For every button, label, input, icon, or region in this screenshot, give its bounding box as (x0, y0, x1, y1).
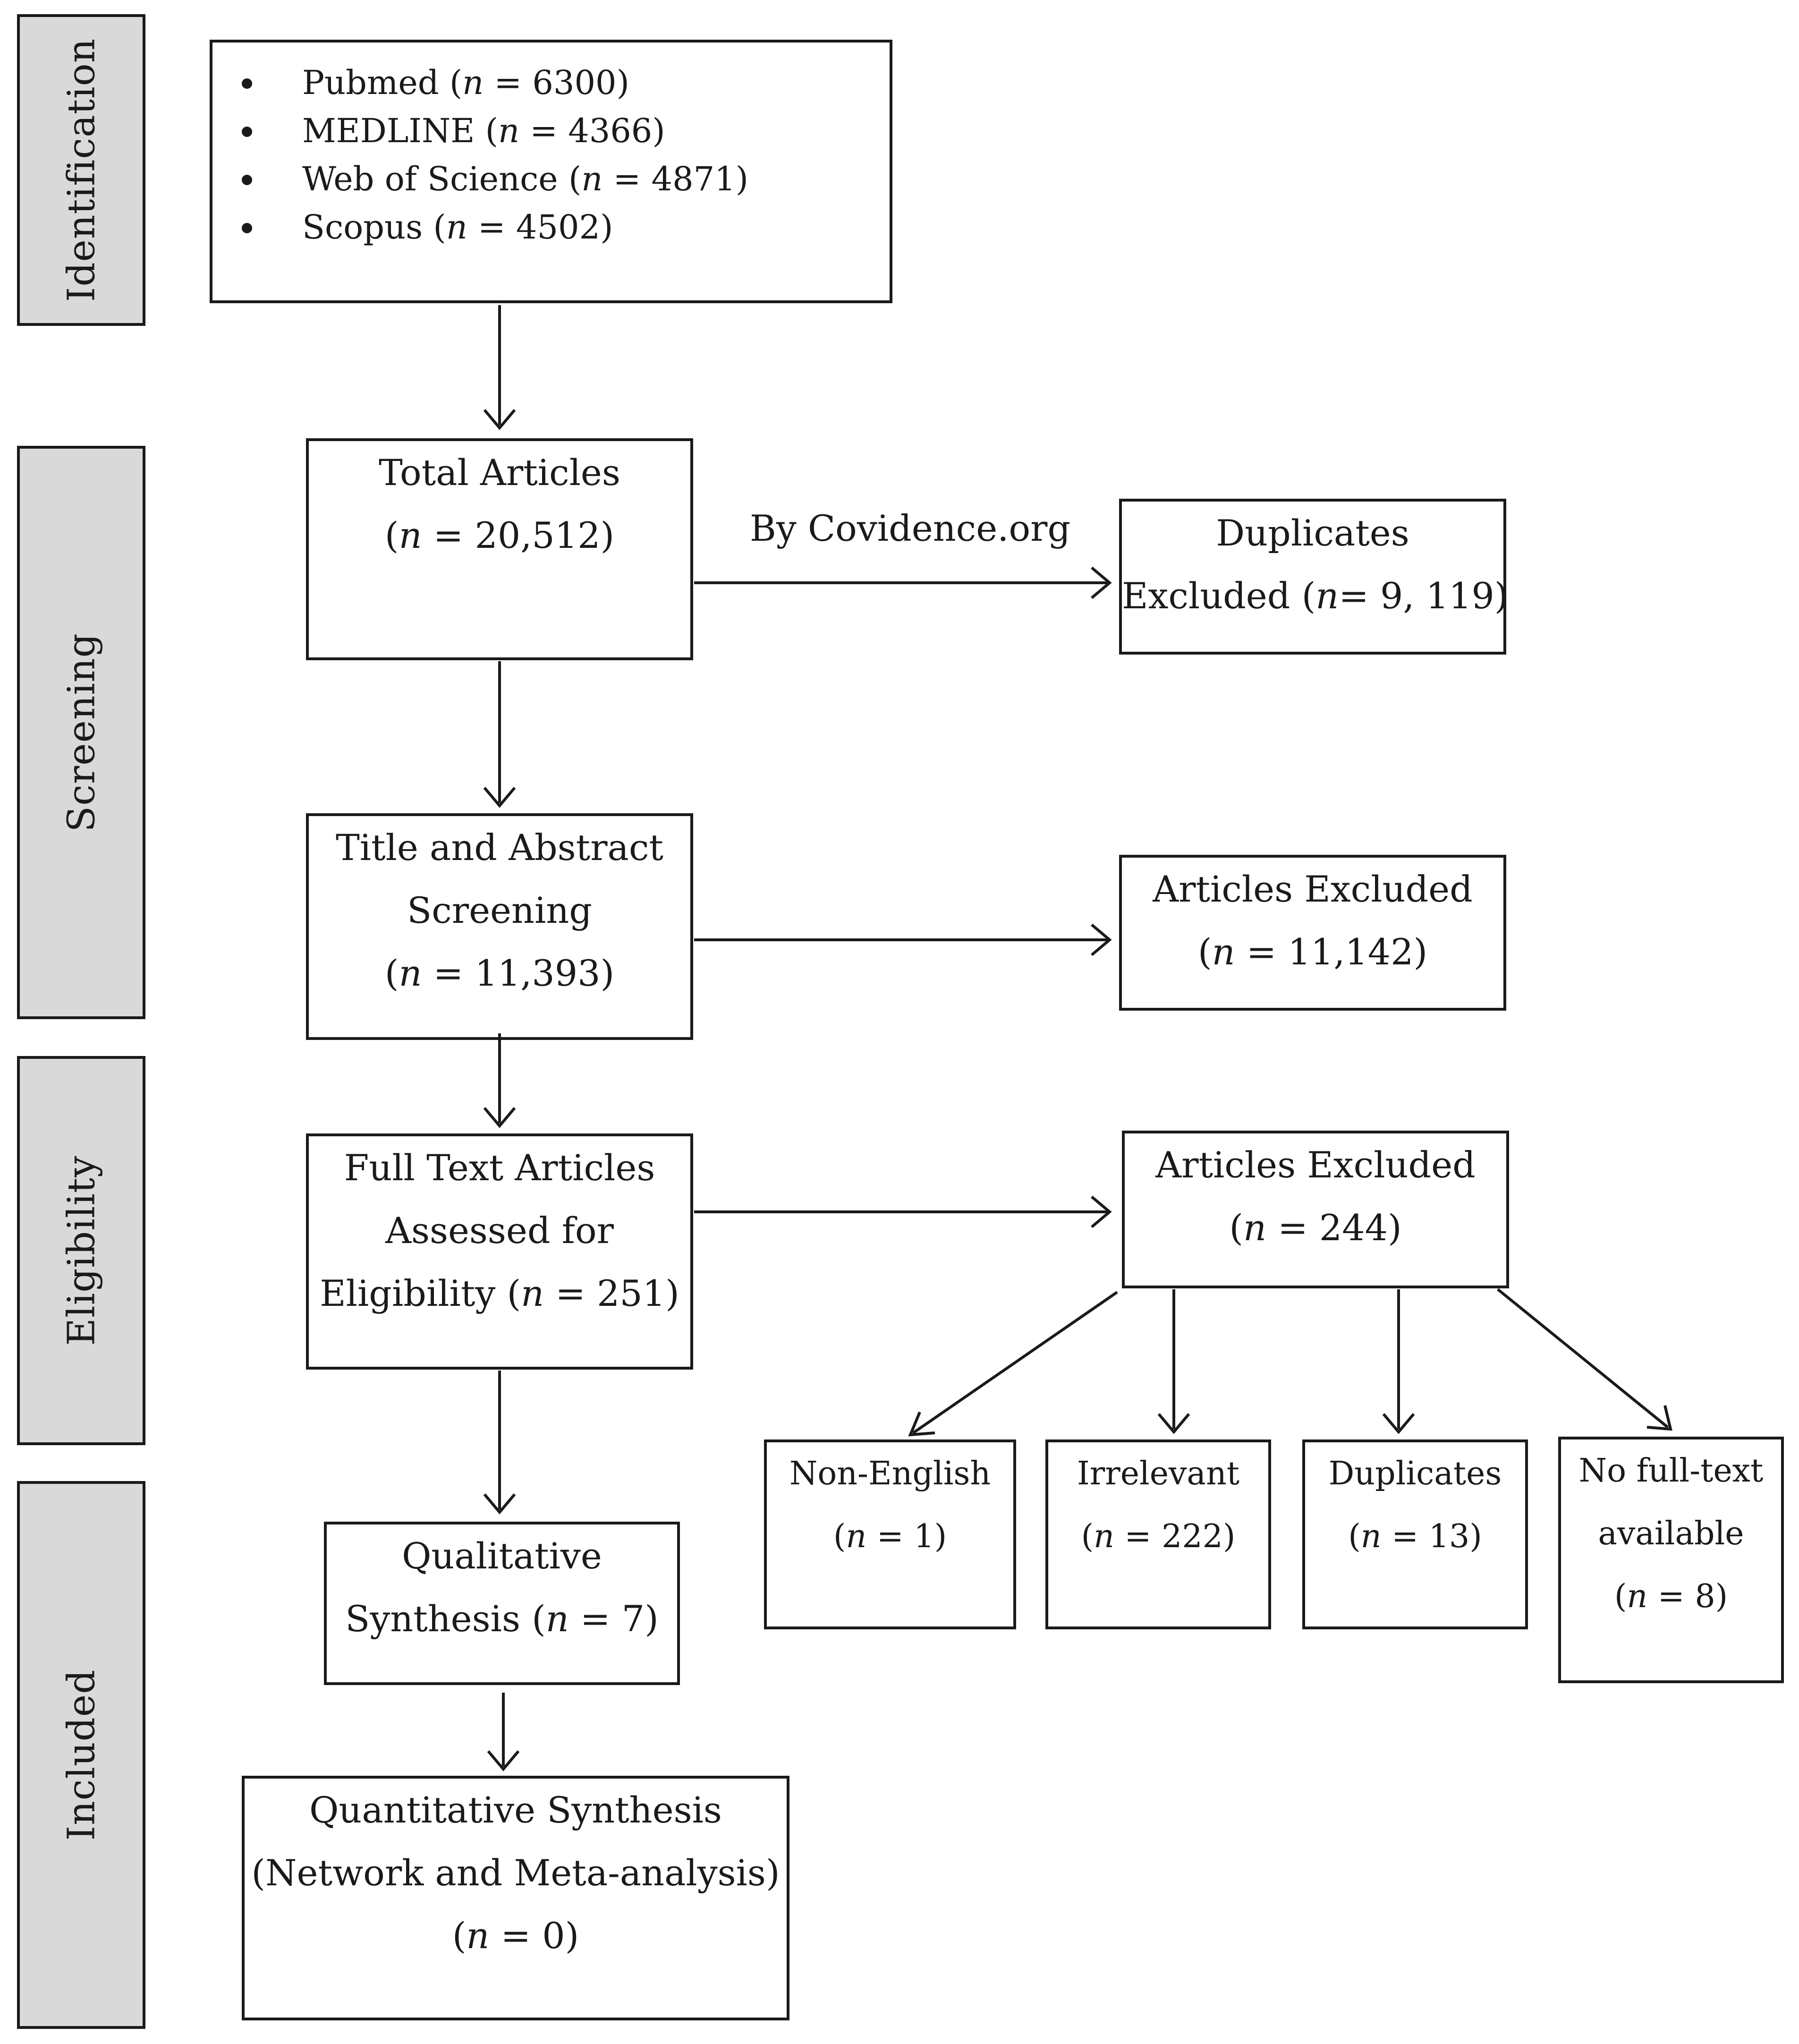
reason-label-continued: available (1598, 1515, 1744, 1552)
quantitative-count: (n = 0) (452, 1915, 579, 1957)
stage-eligibility: Eligibility (17, 1056, 145, 1445)
abstract-excluded-count: (n = 11,142) (1197, 931, 1428, 973)
stage-screening: Screening (17, 446, 145, 1019)
arrowhead-down (487, 1750, 520, 1771)
database-list: Pubmed (n = 6300) MEDLINE (n = 4366) Web… (242, 59, 748, 251)
arrowhead-right (1091, 923, 1112, 956)
reason-count: (n = 13) (1348, 1518, 1482, 1555)
arrowhead-diagonal (1646, 1405, 1672, 1431)
title-abstract-count: (n = 11,393) (384, 952, 615, 994)
database-item: Pubmed (n = 6300) (242, 59, 748, 107)
reason-count: (n = 222) (1081, 1518, 1236, 1555)
fulltext-excluded-title: Articles Excluded (1155, 1144, 1476, 1186)
dedup-method-label: By Covidence.org (750, 507, 1071, 549)
reason-label: No full-text (1578, 1452, 1764, 1490)
quantitative-subtitle: (Network and Meta-analysis) (251, 1852, 780, 1894)
arrowhead-down (1157, 1413, 1190, 1434)
arrowhead-down (483, 1107, 516, 1128)
abstract-excluded-box: Articles Excluded (n = 11,142) (1119, 855, 1506, 1011)
duplicates-excluded-count: Excluded (n= 9, 119) (1122, 575, 1509, 617)
arrow-excluded-to-non-english (912, 1291, 1118, 1434)
arrowhead-down (483, 409, 516, 430)
fulltext-excluded-box: Articles Excluded (n = 244) (1122, 1131, 1509, 1288)
stage-identification: Identification (17, 14, 145, 326)
arrowhead-down (483, 1493, 516, 1515)
duplicates-excluded-title: Duplicates (1216, 512, 1409, 554)
qualitative-synthesis-box: Qualitative Synthesis (n = 7) (324, 1522, 680, 1685)
database-item: MEDLINE (n = 4366) (242, 107, 748, 155)
abstract-excluded-title: Articles Excluded (1153, 868, 1473, 910)
quantitative-synthesis-box: Quantitative Synthesis (Network and Meta… (242, 1776, 789, 2020)
database-item: Web of Science (n = 4871) (242, 155, 748, 203)
reason-duplicates-box: Duplicates (n = 13) (1302, 1439, 1528, 1629)
full-text-line2: Assessed for (385, 1209, 614, 1252)
full-text-line1: Full Text Articles (344, 1147, 655, 1189)
arrowhead-right (1091, 1195, 1112, 1228)
reason-count: (n = 1) (833, 1518, 947, 1555)
reason-count: (n = 8) (1614, 1578, 1728, 1615)
reason-irrelevant-box: Irrelevant (n = 222) (1045, 1439, 1271, 1629)
arrowhead-down (483, 787, 516, 808)
database-sources-box: Pubmed (n = 6300) MEDLINE (n = 4366) Web… (210, 40, 892, 303)
total-articles-title: Total Articles (379, 451, 620, 494)
reason-label: Duplicates (1328, 1455, 1502, 1492)
arrowhead-right (1091, 566, 1112, 599)
reason-non-english-box: Non-English (n = 1) (764, 1439, 1016, 1629)
total-articles-count: (n = 20,512) (384, 514, 615, 556)
reason-no-fulltext-box: No full-text available (n = 8) (1558, 1437, 1784, 1683)
full-text-box: Full Text Articles Assessed for Eligibil… (306, 1133, 693, 1370)
arrowhead-down (1382, 1413, 1415, 1434)
title-abstract-line1: Title and Abstract (336, 826, 663, 869)
full-text-count: Eligibility (n = 251) (320, 1272, 679, 1314)
title-abstract-line2: Screening (407, 889, 592, 931)
reason-label: Non-English (789, 1455, 991, 1492)
database-item: Scopus (n = 4502) (242, 203, 748, 251)
arrow-excluded-to-no-fulltext (1497, 1288, 1669, 1429)
duplicates-excluded-box: Duplicates Excluded (n= 9, 119) (1119, 499, 1509, 655)
reason-label: Irrelevant (1077, 1455, 1240, 1492)
arrowhead-diagonal (908, 1411, 935, 1437)
quantitative-title: Quantitative Synthesis (309, 1789, 722, 1831)
qualitative-count: Synthesis (n = 7) (345, 1598, 659, 1640)
fulltext-excluded-count: (n = 244) (1229, 1207, 1402, 1249)
total-articles-box: Total Articles (n = 20,512) (306, 438, 693, 660)
qualitative-title: Qualitative (402, 1535, 602, 1577)
stage-included: Included (17, 1481, 145, 2029)
